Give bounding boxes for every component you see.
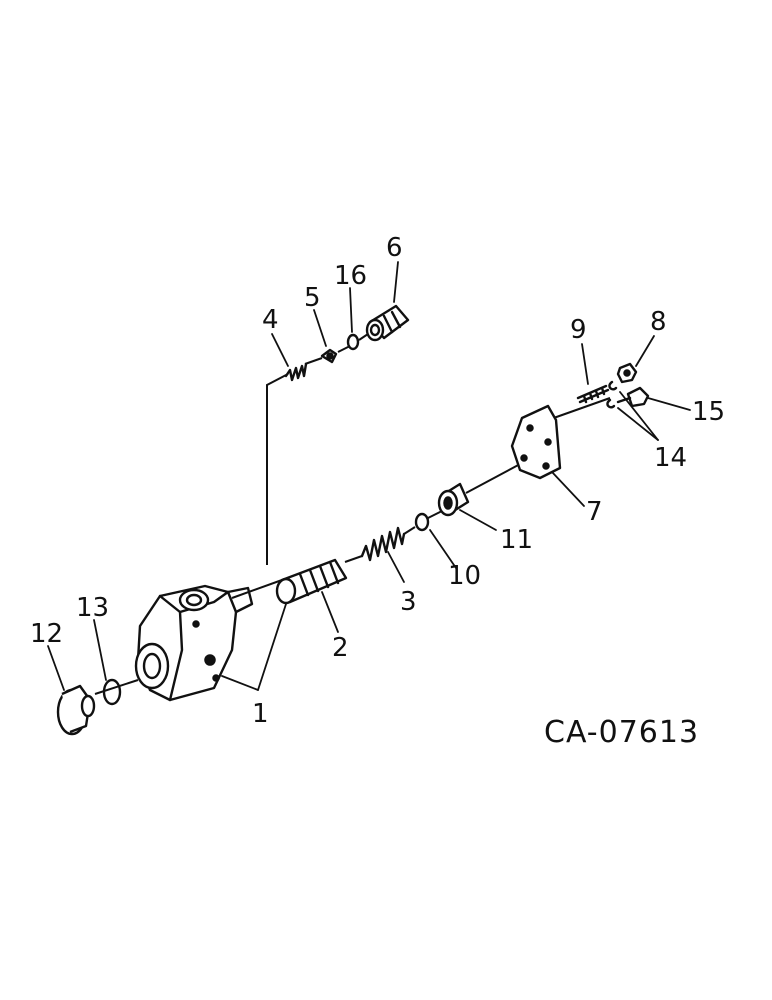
leader-lines [47,261,691,691]
callout-12: 12 [30,619,63,649]
o-ring-part-13 [102,678,122,706]
spool-part-2 [275,558,348,605]
nut-part-8 [616,362,638,384]
drawing-reference-code: CA-07613 [544,715,699,750]
plunger-part-11 [437,482,470,517]
callout-16: 16 [334,261,367,291]
cover-plate-part-7 [510,404,562,480]
o-ring-part-16 [346,333,360,351]
callout-1: 1 [252,699,269,729]
valve-body-part-1 [134,584,254,702]
callout-3: 3 [400,587,417,617]
callout-5: 5 [304,283,321,313]
callout-labels: 1 2 3 4 5 6 7 8 9 10 11 12 13 14 15 16 [30,233,725,729]
callout-11: 11 [500,525,533,555]
plug-part-6 [365,304,410,342]
cap-screw-part-15 [616,386,650,408]
callout-10: 10 [448,561,481,591]
o-ring-part-10 [414,512,430,532]
poppet-part-5 [320,348,338,364]
callout-2: 2 [332,633,349,663]
callout-14: 14 [654,443,687,473]
lock-washers-part-14 [606,380,618,409]
spring-part-3 [360,526,406,562]
callout-8: 8 [650,307,667,337]
small-spring-part-4 [284,362,308,382]
callout-4: 4 [262,305,279,335]
callout-13: 13 [76,593,109,623]
callout-7: 7 [586,497,603,527]
stud-part-9 [576,384,610,404]
callout-6: 6 [386,233,403,263]
callout-9: 9 [570,315,587,345]
assembly-centerlines [94,333,611,695]
plug-part-12 [56,684,96,736]
callout-15: 15 [692,397,725,427]
